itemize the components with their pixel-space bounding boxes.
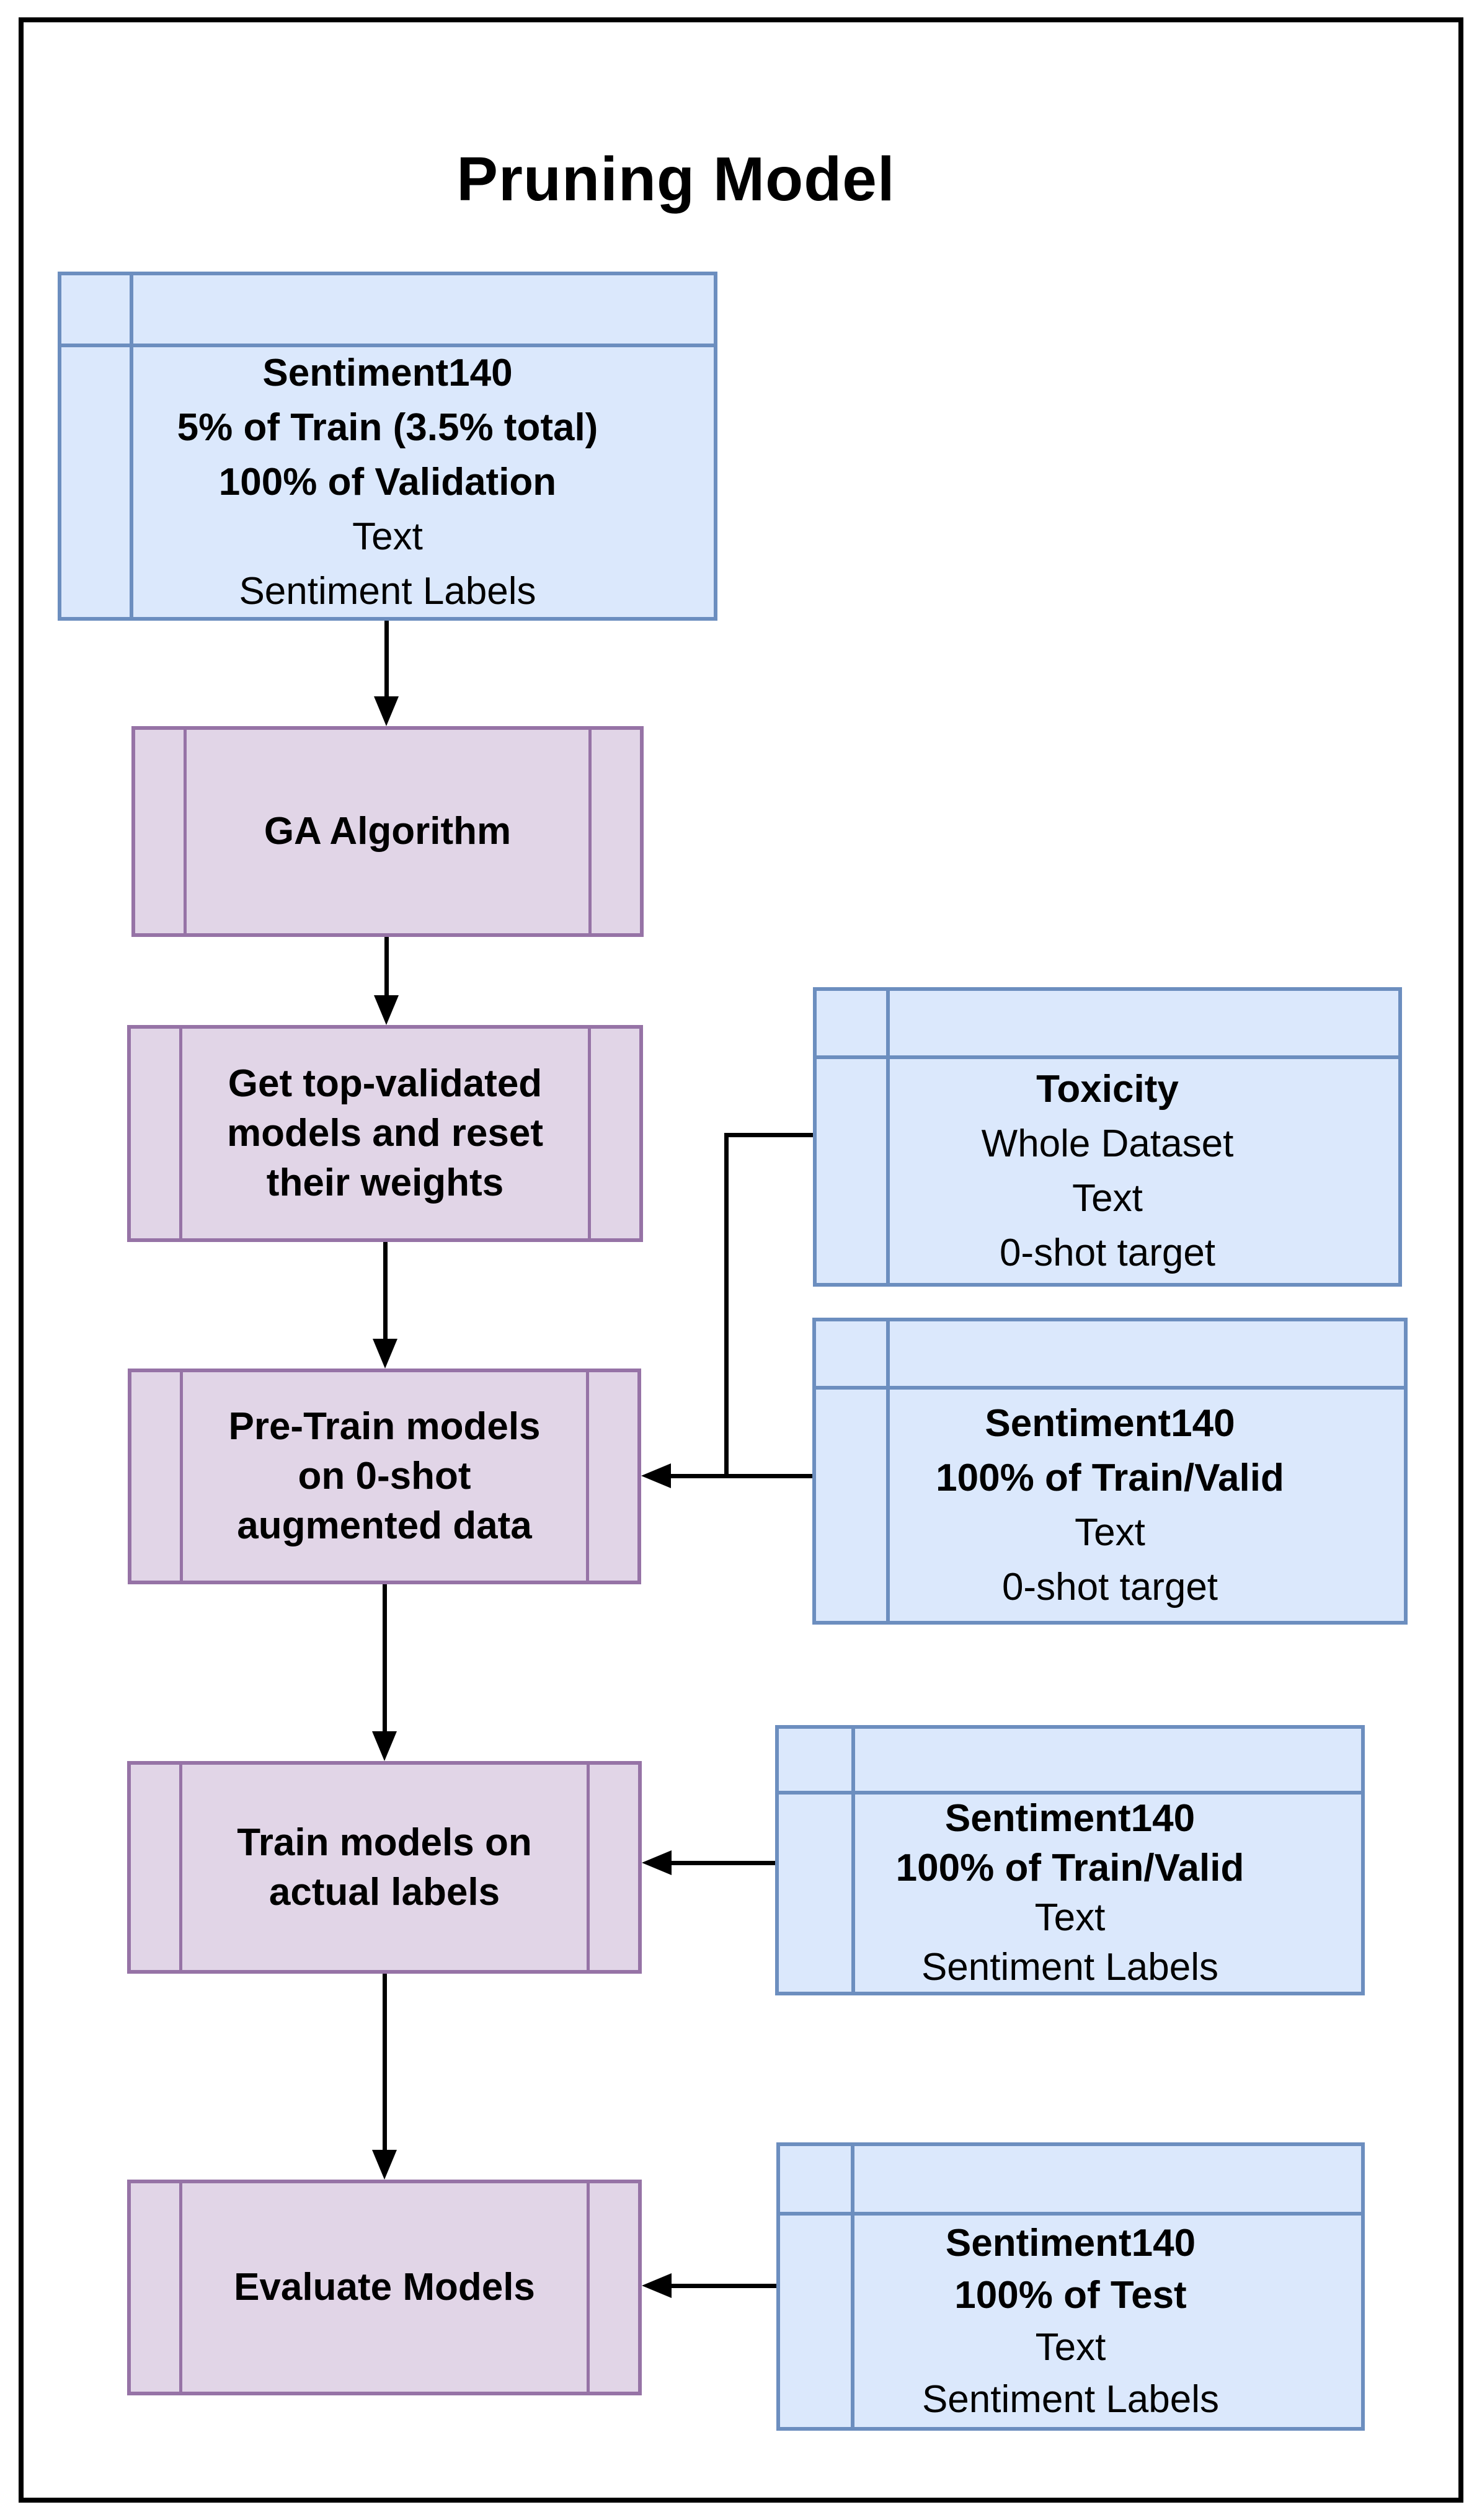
process-side-bar [179,2183,182,2392]
process-label: on 0-shot [298,1455,471,1497]
process-box-train: Train models on actual labels [127,1761,642,1974]
process-side-bar [180,1372,183,1581]
arrow-test-to-evaluate [669,2284,776,2288]
process-box-reset-weights: Get top-validated models and reset their… [127,1025,643,1242]
process-side-bar [587,1765,590,1970]
process-box-evaluate: Evaluate Models [127,2180,642,2395]
process-label: models and reset [227,1112,543,1155]
process-side-bar [587,2183,590,2392]
arrowhead-left-icon [642,1850,672,1875]
arrowhead-down-icon [373,1339,397,1369]
dataset-header-band [780,2146,1361,2216]
dataset-line: Sentiment140 [945,2221,1196,2265]
dataset-line: Toxicity [1036,1067,1179,1111]
arrow-trainvalid-to-train [669,1861,775,1865]
dataset-line: Text [1075,1511,1145,1554]
arrow-input-to-ga [384,621,389,700]
arrow-train-to-evaluate [383,1974,387,2152]
dataset-line: Sentiment Labels [921,1946,1219,1989]
process-side-bar [179,1029,182,1238]
dataset-box-test: Sentiment140 100% of Test Text Sentiment… [776,2142,1365,2431]
dataset-line: Sentiment Labels [921,2377,1220,2421]
process-side-bar [588,1029,591,1238]
dataset-line: 100% of Validation [218,460,557,504]
arrowhead-down-icon [374,696,399,726]
process-label: Evaluate Models [234,2266,535,2309]
process-label: Train models on [237,1821,532,1864]
dataset-line: Text [352,515,423,558]
dataset-box-zero-shot: Sentiment140 100% of Train/Valid Text 0-… [812,1318,1408,1625]
dataset-line: 100% of Train/Valid [895,1847,1245,1889]
dataset-line: Text [1072,1176,1143,1220]
process-label: augmented data [237,1504,532,1547]
dataset-left-column [779,1729,855,1992]
dataset-box-input: Sentiment140 5% of Train (3.5% total) 10… [58,272,717,621]
dataset-left-column [817,991,890,1283]
dataset-left-column [61,275,133,617]
diagram-title: Pruning Model [456,144,895,214]
process-side-bar [588,730,592,933]
dataset-line: Sentiment140 [262,351,513,394]
dataset-line: 0-shot target [999,1231,1216,1274]
process-side-bar [586,1372,589,1581]
dataset-line: Whole Dataset [981,1122,1234,1165]
dataset-line: Sentiment140 [985,1401,1235,1445]
connector-toxicity-vertical [724,1133,729,1478]
process-label: Pre-Train models [228,1405,541,1448]
connector-toxicity-horizontal [727,1133,813,1137]
arrowhead-down-icon [374,995,399,1025]
dataset-header-band [779,1729,1361,1795]
process-label: actual labels [268,1870,500,1914]
process-box-ga-algorithm: GA Algorithm [131,726,644,937]
process-label: Get top-validated [228,1062,543,1105]
arrow-pretrain-to-train [383,1584,387,1734]
dataset-line: 5% of Train (3.5% total) [177,406,598,449]
process-label: GA Algorithm [264,810,512,853]
arrowhead-down-icon [372,2150,397,2180]
diagram-border-frame [19,17,1463,2503]
process-box-pretrain: Pre-Train models on 0-shot augmented dat… [128,1369,641,1584]
dataset-box-train-valid: Sentiment140 100% of Train/Valid Text Se… [775,1725,1365,1995]
dataset-left-column [780,2146,854,2427]
dataset-line: Sentiment140 [944,1797,1196,1840]
arrowhead-left-icon [641,1463,671,1488]
dataset-header-band [816,1321,1404,1390]
dataset-box-toxicity: Toxicity Whole Dataset Text 0-shot targe… [813,987,1402,1287]
arrowhead-down-icon [372,1731,397,1761]
dataset-left-column [816,1321,890,1621]
dataset-header-band [817,991,1398,1059]
process-side-bar [179,1765,182,1970]
dataset-line: Text [1034,1896,1106,1939]
arrow-zeroshot-to-pretrain [668,1474,812,1478]
dataset-line: Text [1035,2325,1106,2369]
process-label: their weights [266,1161,504,1204]
dataset-line: 100% of Test [954,2273,1187,2317]
dataset-line: 100% of Train/Valid [936,1456,1284,1499]
arrow-reset-to-pretrain [383,1242,388,1341]
dataset-line: 0-shot target [1001,1565,1218,1608]
dataset-header-band [61,275,714,347]
dataset-line: Sentiment Labels [239,569,536,613]
process-side-bar [184,730,187,933]
arrow-ga-to-reset [384,937,389,998]
arrowhead-left-icon [642,2273,672,2298]
